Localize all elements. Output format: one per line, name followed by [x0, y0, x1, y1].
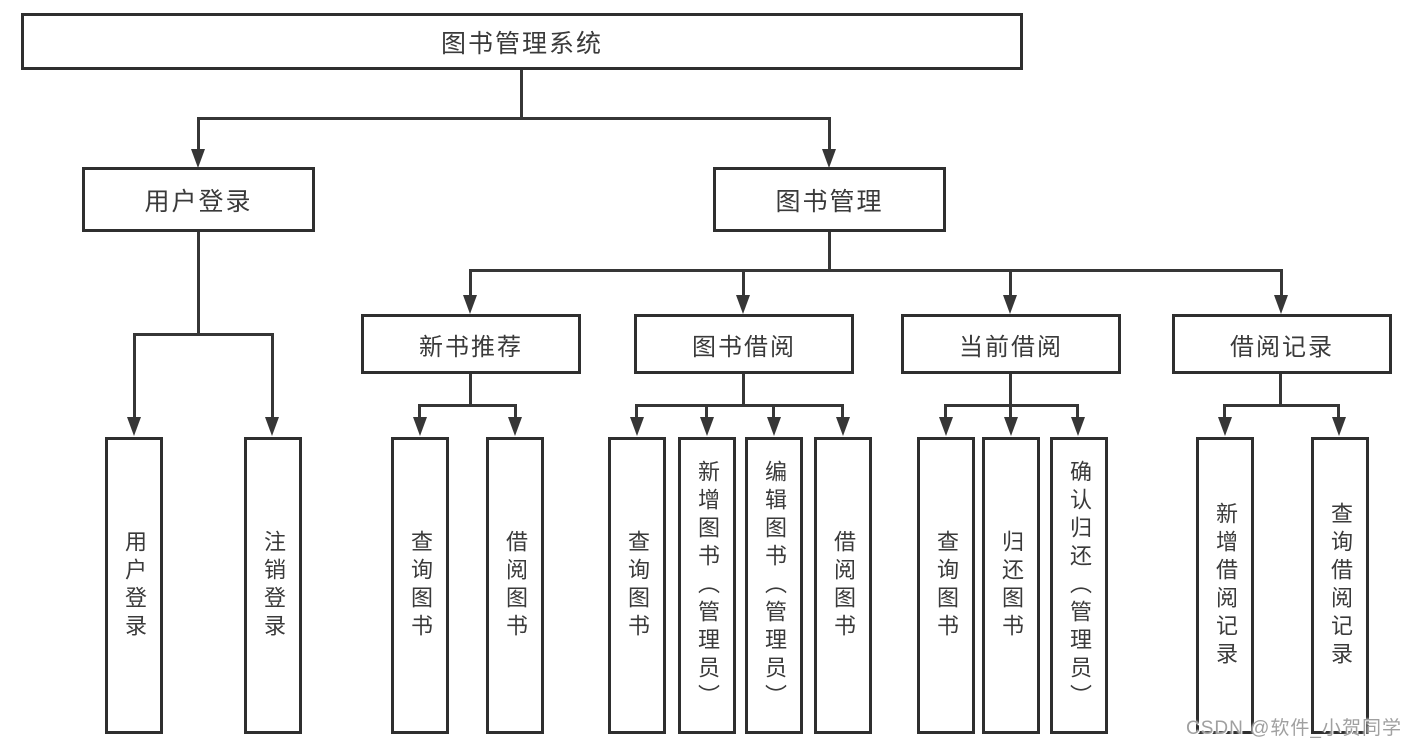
connector-line: [271, 333, 274, 418]
node-current-borrow: 当前借阅: [901, 314, 1121, 374]
connector-line: [1009, 269, 1012, 296]
connector-line: [705, 404, 708, 418]
node-new-book-recommend: 新书推荐: [361, 314, 581, 374]
arrow-down-icon: [836, 417, 850, 436]
arrow-down-icon: [191, 149, 205, 168]
connector-line: [772, 404, 775, 418]
connector-line: [635, 404, 843, 407]
connector-line: [520, 70, 523, 118]
arrow-down-icon: [413, 417, 427, 436]
leaf-query-books-current: 查询图书: [917, 437, 975, 734]
leaf-add-borrow-record: 新增借阅记录: [1196, 437, 1254, 734]
leaf-borrow-books-recommend: 借阅图书: [486, 437, 544, 734]
arrow-down-icon: [265, 417, 279, 436]
connector-line: [514, 404, 517, 418]
connector-line: [469, 269, 472, 296]
connector-line: [1009, 404, 1012, 418]
node-book-management: 图书管理: [713, 167, 946, 232]
connector-line: [1280, 269, 1283, 296]
arrow-down-icon: [1003, 295, 1017, 314]
arrow-down-icon: [1274, 295, 1288, 314]
connector-line: [944, 404, 947, 418]
arrow-down-icon: [1071, 417, 1085, 436]
connector-line: [828, 232, 831, 271]
connector-line: [197, 117, 200, 150]
connector-line: [469, 269, 1282, 272]
arrow-down-icon: [736, 295, 750, 314]
arrow-down-icon: [1332, 417, 1346, 436]
connector-line: [197, 117, 831, 120]
connector-line: [1009, 374, 1012, 407]
leaf-user-login: 用户登录: [105, 437, 163, 734]
connector-line: [1076, 404, 1079, 418]
node-root-library-system: 图书管理系统: [21, 13, 1023, 70]
leaf-query-borrow-record: 查询借阅记录: [1311, 437, 1369, 734]
leaf-edit-book-admin: 编辑图书（管理员）: [745, 437, 803, 734]
arrow-down-icon: [1218, 417, 1232, 436]
connector-line: [1223, 404, 1340, 407]
node-user-login: 用户登录: [82, 167, 315, 232]
connector-line: [133, 333, 274, 336]
arrow-down-icon: [822, 149, 836, 168]
connector-line: [197, 232, 200, 335]
node-book-borrow: 图书借阅: [634, 314, 854, 374]
arrow-down-icon: [700, 417, 714, 436]
node-borrow-records: 借阅记录: [1172, 314, 1392, 374]
connector-line: [133, 333, 136, 418]
connector-line: [635, 404, 638, 418]
leaf-return-book: 归还图书: [982, 437, 1040, 734]
connector-line: [1223, 404, 1226, 418]
connector-line: [1337, 404, 1340, 418]
leaf-borrow-books: 借阅图书: [814, 437, 872, 734]
leaf-query-books-recommend: 查询图书: [391, 437, 449, 734]
arrow-down-icon: [1004, 417, 1018, 436]
arrow-down-icon: [127, 417, 141, 436]
arrow-down-icon: [463, 295, 477, 314]
connector-line: [841, 404, 844, 418]
connector-line: [742, 269, 745, 296]
connector-line: [1279, 374, 1282, 407]
arrow-down-icon: [767, 417, 781, 436]
connector-line: [742, 374, 745, 407]
csdn-watermark: CSDN @软件_小贺同学: [1186, 718, 1402, 739]
leaf-query-books-borrow: 查询图书: [608, 437, 666, 734]
arrow-down-icon: [508, 417, 522, 436]
leaf-logout: 注销登录: [244, 437, 302, 734]
connector-line: [828, 117, 831, 150]
connector-line: [418, 404, 421, 418]
leaf-confirm-return-admin: 确认归还（管理员）: [1050, 437, 1108, 734]
arrow-down-icon: [630, 417, 644, 436]
arrow-down-icon: [939, 417, 953, 436]
leaf-add-book-admin: 新增图书（管理员）: [678, 437, 736, 734]
connector-line: [418, 404, 517, 407]
connector-line: [469, 374, 472, 407]
